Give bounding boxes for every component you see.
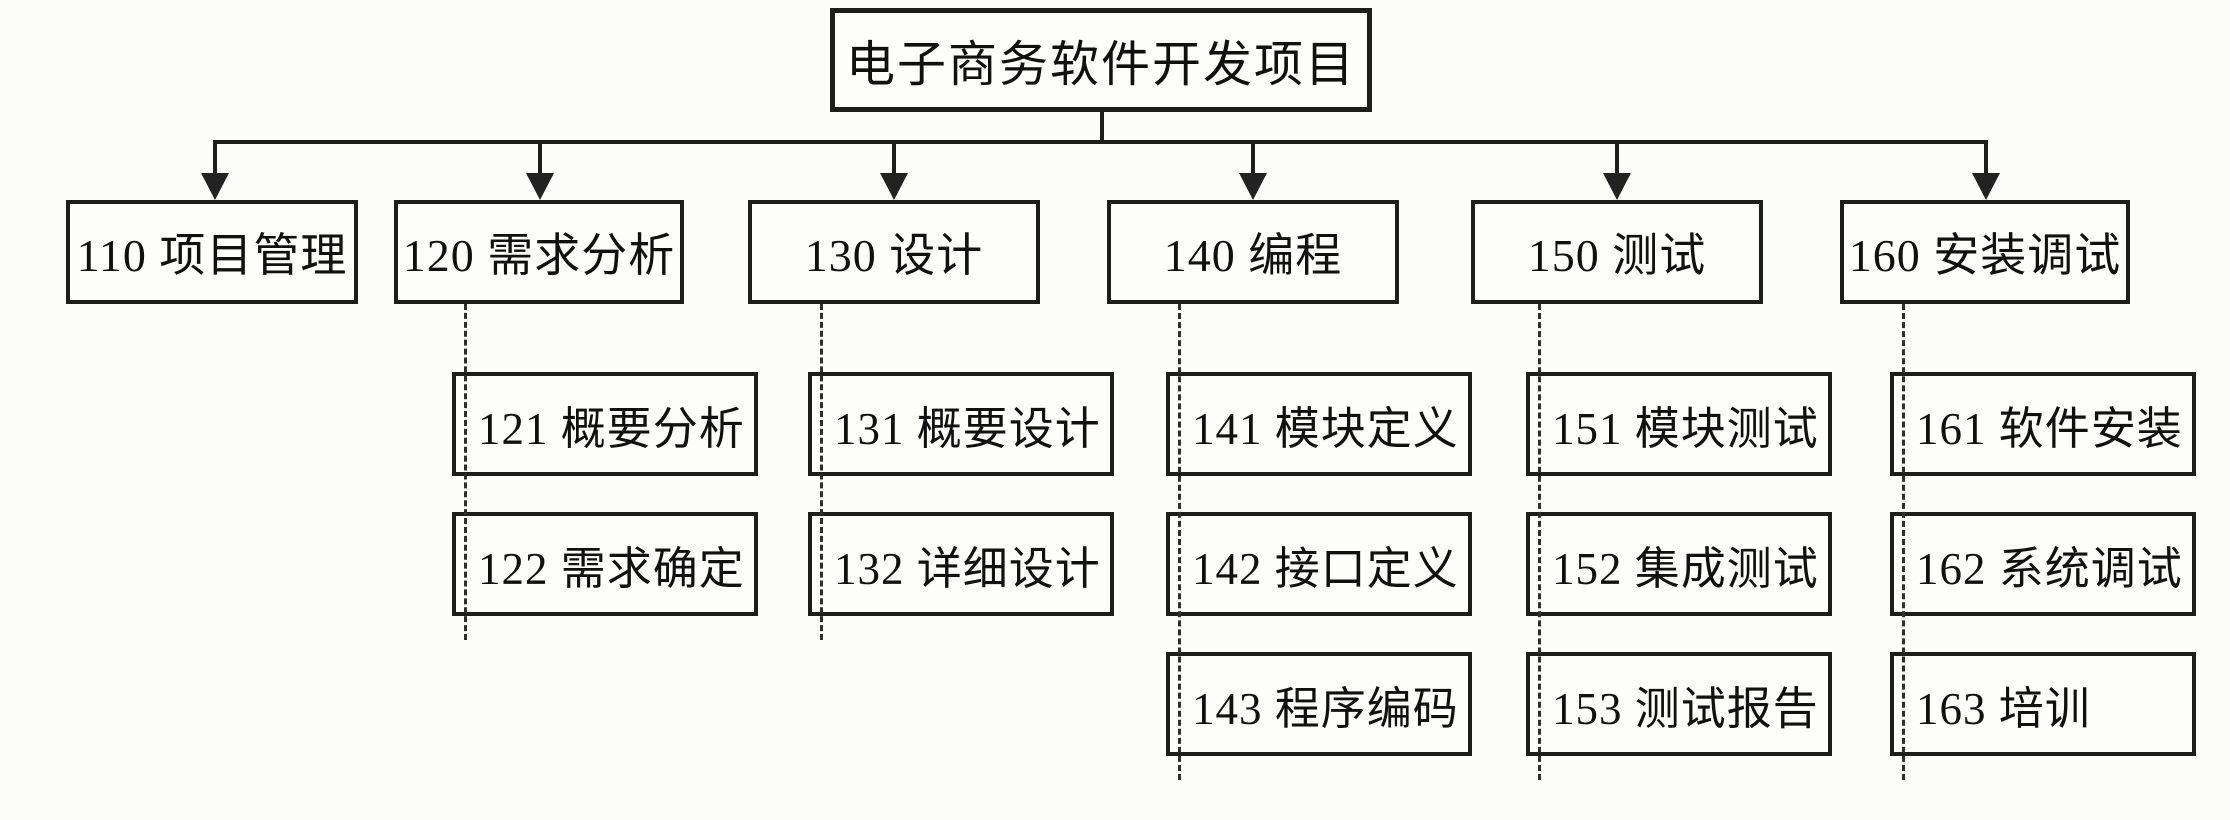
- arrowhead-icon-160: [1972, 173, 2000, 200]
- node-label-130: 130 设计: [804, 230, 984, 281]
- node-box-142: 142 接口定义: [1166, 512, 1472, 616]
- node-label-110: 110 项目管理: [76, 230, 348, 281]
- connector-drop-140: [1251, 140, 1255, 178]
- connector-drop-110: [213, 140, 217, 178]
- connector-drop-150: [1615, 140, 1619, 178]
- node-box-143: 143 程序编码: [1166, 652, 1472, 756]
- node-box-140: 140 编程: [1107, 200, 1399, 304]
- root-node: 电子商务软件开发项目: [830, 8, 1372, 112]
- node-label-131: 131 概要设计: [834, 403, 1101, 454]
- arrowhead-icon-140: [1239, 173, 1267, 200]
- node-label-121: 121 概要分析: [478, 403, 745, 454]
- node-box-141: 141 模块定义: [1166, 372, 1472, 476]
- node-box-120: 120 需求分析: [394, 200, 684, 304]
- node-label-153: 153 测试报告: [1552, 683, 1819, 734]
- node-label-140: 140 编程: [1163, 230, 1343, 281]
- node-box-150: 150 测试: [1471, 200, 1763, 304]
- dashed-connector-140: [1178, 304, 1181, 780]
- node-box-131: 131 概要设计: [808, 372, 1114, 476]
- node-box-132: 132 详细设计: [808, 512, 1114, 616]
- node-label-163: 163 培训: [1916, 683, 2091, 734]
- node-box-163: 163 培训: [1890, 652, 2196, 756]
- node-label-122: 122 需求确定: [478, 543, 745, 594]
- node-label-161: 161 软件安装: [1916, 403, 2183, 454]
- node-label-152: 152 集成测试: [1552, 543, 1819, 594]
- node-label-143: 143 程序编码: [1192, 683, 1459, 734]
- connector-rail: [215, 140, 1986, 144]
- node-box-151: 151 模块测试: [1526, 372, 1832, 476]
- node-box-162: 162 系统调试: [1890, 512, 2196, 616]
- connector-drop-120: [538, 140, 542, 178]
- dashed-connector-120: [464, 304, 467, 640]
- arrowhead-icon-120: [526, 173, 554, 200]
- connector-root-stub: [1100, 110, 1104, 144]
- node-box-130: 130 设计: [748, 200, 1040, 304]
- node-box-161: 161 软件安装: [1890, 372, 2196, 476]
- node-box-110: 110 项目管理: [66, 200, 358, 304]
- arrowhead-icon-130: [880, 173, 908, 200]
- node-label-141: 141 模块定义: [1192, 403, 1459, 454]
- node-label-160: 160 安装调试: [1848, 230, 2122, 281]
- node-label-142: 142 接口定义: [1192, 543, 1459, 594]
- node-box-152: 152 集成测试: [1526, 512, 1832, 616]
- dashed-connector-150: [1538, 304, 1541, 780]
- node-label-132: 132 详细设计: [834, 543, 1101, 594]
- node-label-151: 151 模块测试: [1552, 403, 1819, 454]
- node-box-121: 121 概要分析: [452, 372, 758, 476]
- dashed-connector-130: [820, 304, 823, 640]
- node-box-122: 122 需求确定: [452, 512, 758, 616]
- arrowhead-icon-110: [201, 173, 229, 200]
- node-box-153: 153 测试报告: [1526, 652, 1832, 756]
- connector-drop-130: [892, 140, 896, 178]
- arrowhead-icon-150: [1603, 173, 1631, 200]
- node-box-160: 160 安装调试: [1840, 200, 2130, 304]
- root-node-label: 电子商务软件开发项目: [845, 36, 1356, 92]
- connector-drop-160: [1984, 140, 1988, 178]
- node-label-120: 120 需求分析: [402, 230, 676, 281]
- node-label-150: 150 测试: [1527, 230, 1707, 281]
- dashed-connector-160: [1902, 304, 1905, 780]
- node-label-162: 162 系统调试: [1916, 543, 2183, 594]
